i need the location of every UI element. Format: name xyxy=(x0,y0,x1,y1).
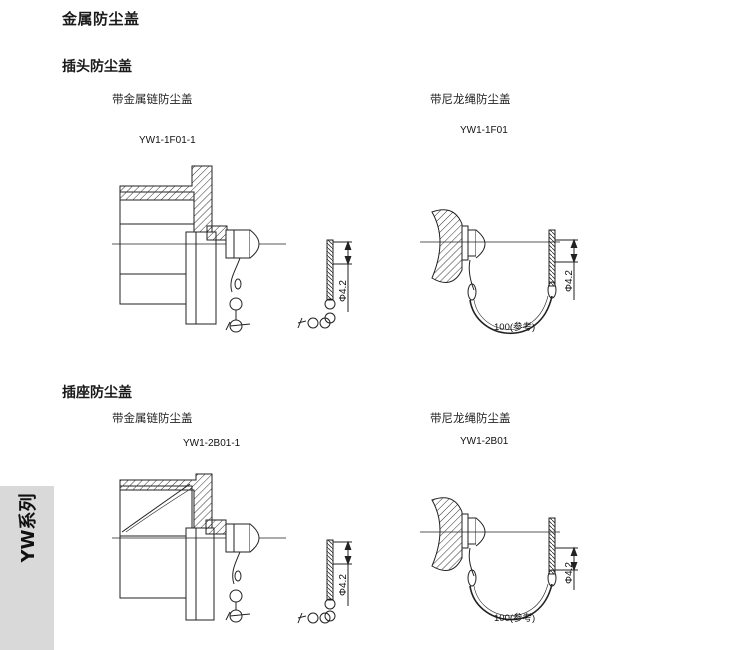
caption-plug-chain: 带金属链防尘盖 xyxy=(112,92,193,106)
caption-socket-chain: 带金属链防尘盖 xyxy=(112,411,193,425)
dim-dia-plug-rope: Φ4.2 xyxy=(564,270,575,292)
section-heading-socket: 插座防尘盖 xyxy=(62,385,132,401)
caption-socket-rope: 带尼龙绳防尘盖 xyxy=(430,411,511,425)
caption-plug-rope: 带尼龙绳防尘盖 xyxy=(430,92,511,106)
model-socket-chain: YW1-2B01-1 xyxy=(183,438,241,449)
page-title: 金属防尘盖 xyxy=(62,10,140,28)
section-heading-plug: 插头防尘盖 xyxy=(62,59,132,75)
model-plug-rope: YW1-1F01 xyxy=(460,125,508,136)
drawing-socket-chain-side: Φ4.2 xyxy=(297,539,352,624)
drawing-plug-chain xyxy=(112,165,286,333)
model-plug-chain: YW1-1F01-1 xyxy=(139,135,196,146)
series-side-tab xyxy=(0,486,54,650)
series-side-tab-label: YW系列 xyxy=(18,493,39,563)
drawing-socket-rope: Φ4.2 100(参考) xyxy=(420,497,578,624)
dim-dia-plug-chain: Φ4.2 xyxy=(338,280,349,302)
drawing-socket-chain xyxy=(112,473,286,623)
dim-length-plug-rope: 100(参考) xyxy=(494,321,535,333)
dim-dia-socket-rope: Φ4.2 xyxy=(564,562,575,584)
dim-dia-socket-chain: Φ4.2 xyxy=(338,574,349,596)
model-socket-rope: YW1-2B01 xyxy=(460,436,509,447)
dim-length-socket-rope: 100(参考) xyxy=(494,612,535,624)
drawing-plug-rope: Φ4.2 100(参考) xyxy=(420,209,578,335)
drawing-plug-chain-side: Φ4.2 xyxy=(297,239,352,329)
